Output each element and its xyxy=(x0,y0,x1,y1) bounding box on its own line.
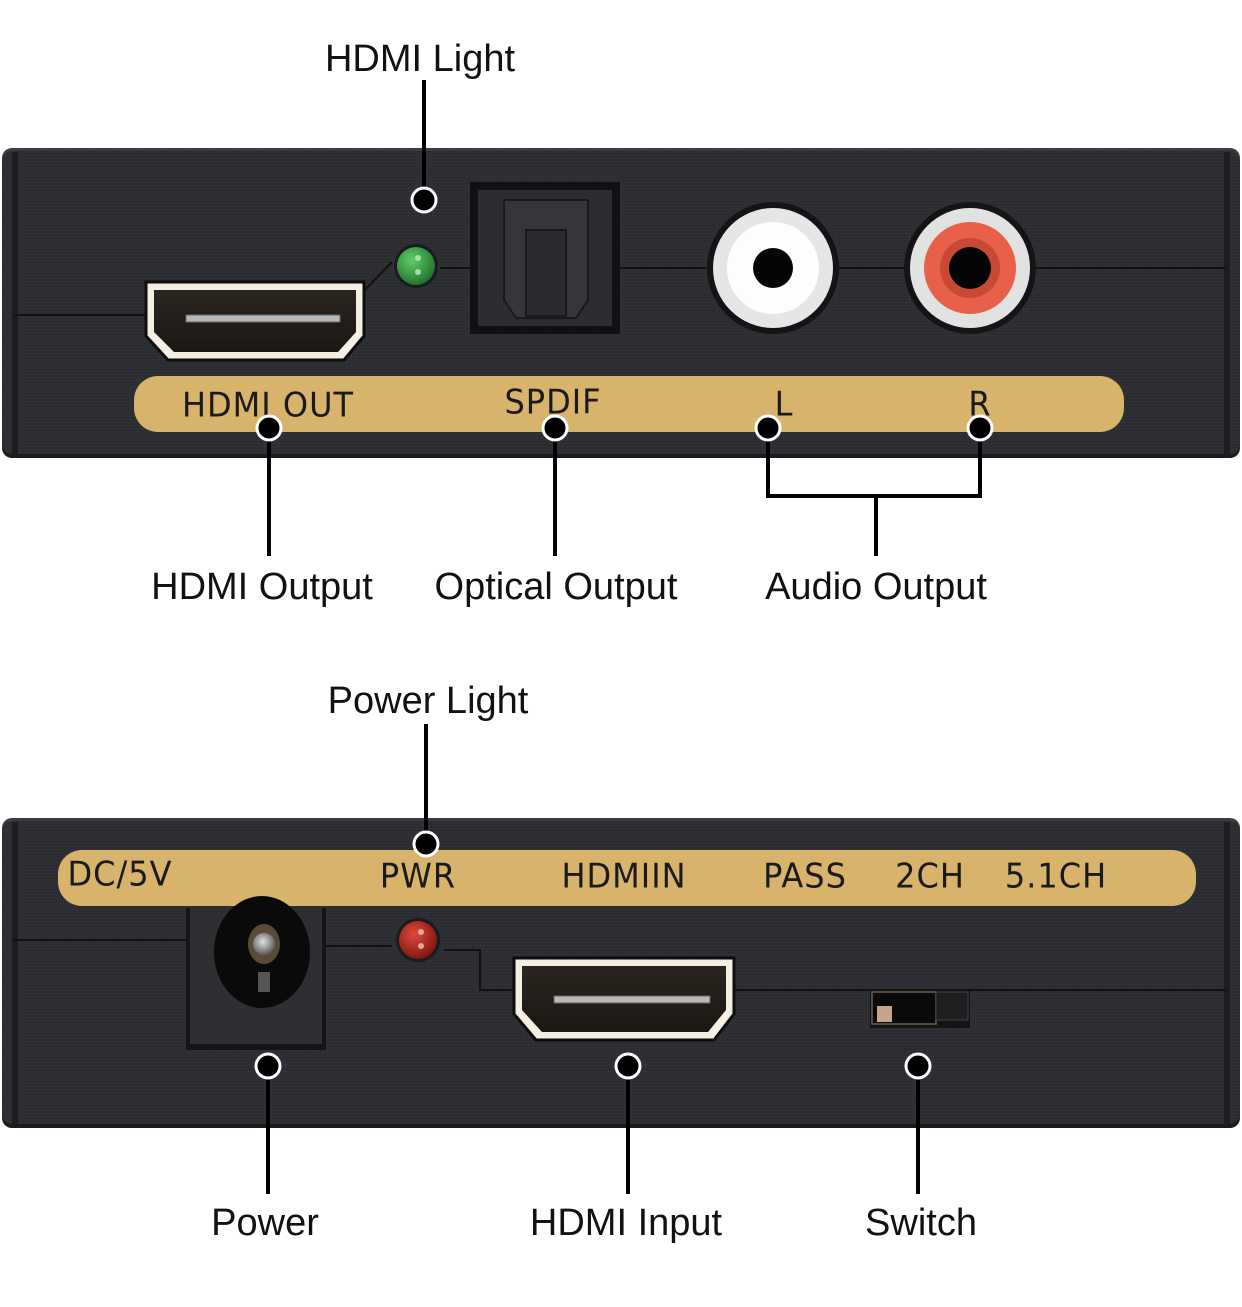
callout-power: Power xyxy=(211,1202,319,1244)
panel-edge-left xyxy=(12,152,18,454)
strip-label-hdmi-out: HDMI OUT xyxy=(181,385,355,425)
strip-label-dc5v: DC/5V xyxy=(67,854,173,894)
callout-switch: Switch xyxy=(865,1202,977,1244)
strip-label-2ch: 2CH xyxy=(895,856,965,896)
top-label-strip xyxy=(134,376,1124,432)
panel-edge-left xyxy=(12,822,18,1124)
callout-hdmi-input: HDMI Input xyxy=(529,1202,723,1244)
strip-label-hdmi-in: HDMIIN xyxy=(561,856,687,896)
callout-optical-output: Optical Output xyxy=(434,566,678,608)
strip-label-pwr: PWR xyxy=(379,856,457,896)
strip-label-spdif: SPDIF xyxy=(504,382,602,422)
callout-hdmi-light: HDMI Light xyxy=(324,38,516,80)
strip-label-pass: PASS xyxy=(763,856,847,896)
strip-label-left: L xyxy=(774,384,794,424)
panel-edge-right xyxy=(1224,822,1230,1124)
callout-audio-output: Audio Output xyxy=(765,566,987,608)
strip-label-right: R xyxy=(968,384,992,424)
panel-edge-right xyxy=(1224,152,1230,454)
strip-label-5-1ch: 5.1CH xyxy=(1004,856,1108,896)
callout-hdmi-output: HDMI Output xyxy=(151,566,373,608)
callout-power-light: Power Light xyxy=(327,680,529,722)
